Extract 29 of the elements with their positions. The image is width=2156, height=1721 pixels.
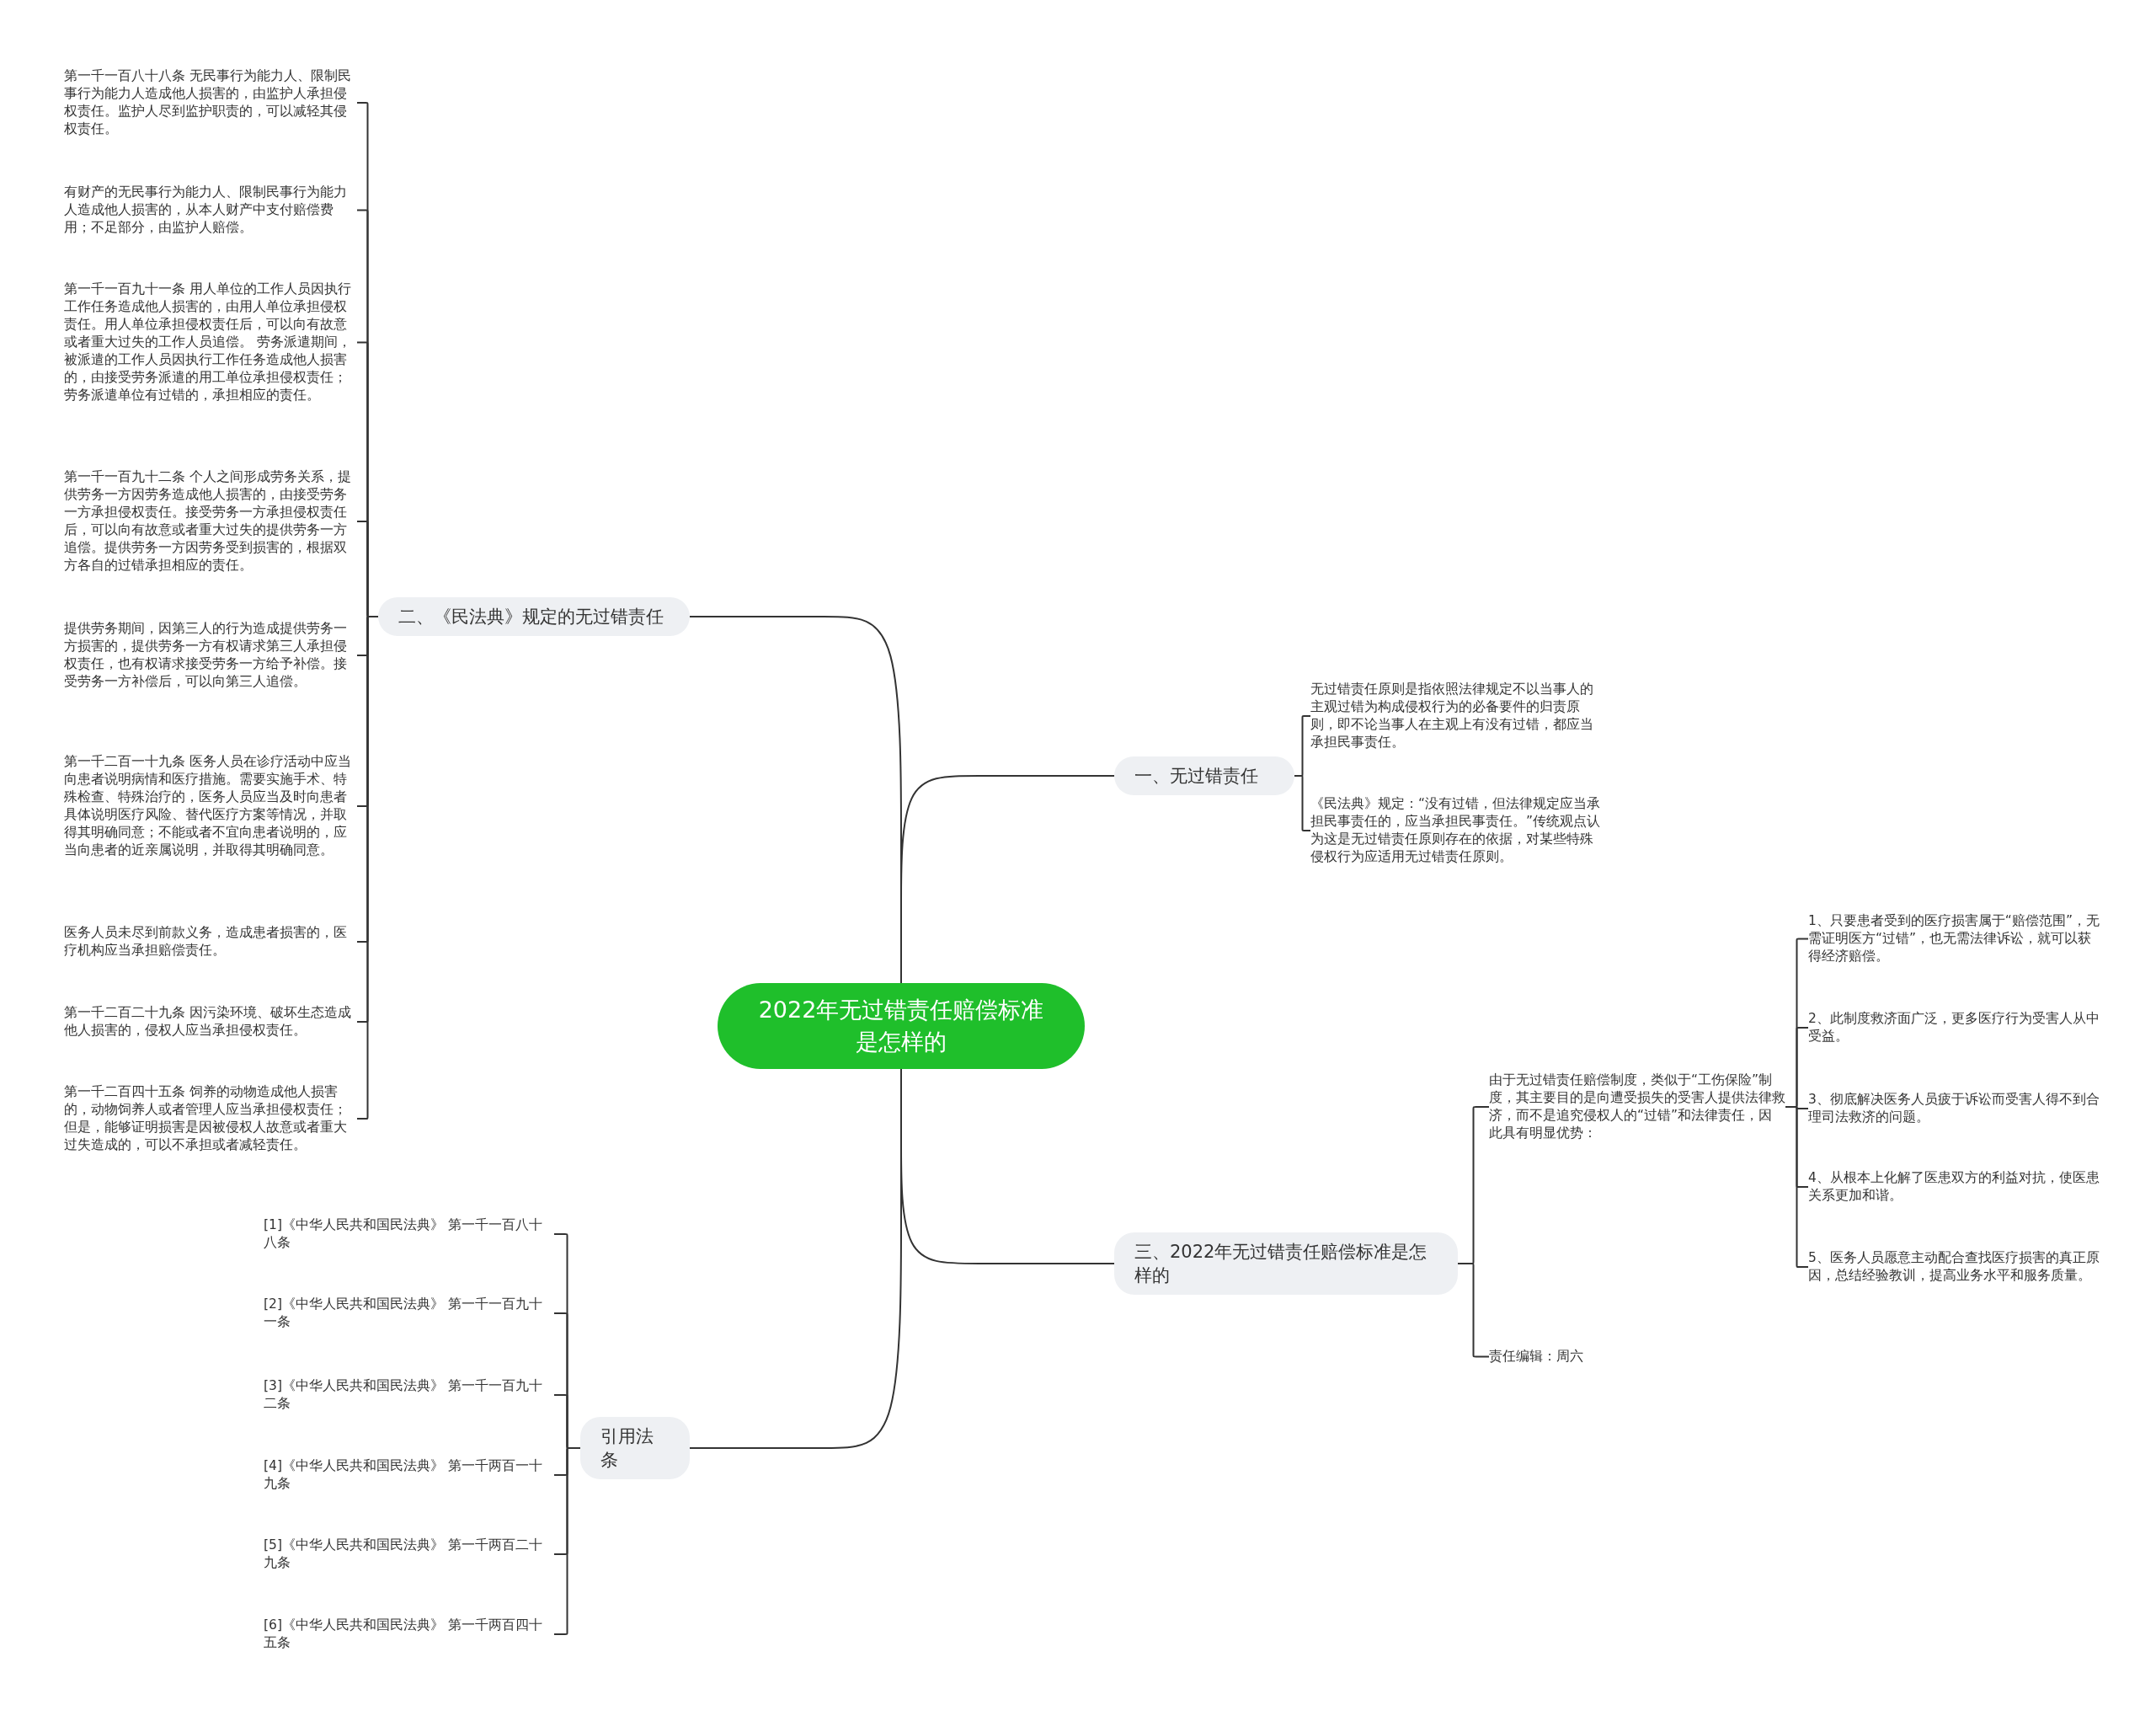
text-note: 1、只要患者受到的医疗损害属于“赔偿范围”，无需证明医方“过错”，也无需法律诉讼，就可以获得经济赔偿。 bbox=[1808, 912, 2105, 965]
text-note: 5、医务人员愿意主动配合查找医疗损害的真正原因，总结经验教训，提高业务水平和服务质量。 bbox=[1808, 1249, 2105, 1285]
text-note: 责任编辑：周六 bbox=[1489, 1348, 1657, 1366]
branch-topic: 三、2022年无过错责任赔偿标准是怎样的 bbox=[1114, 1232, 1458, 1295]
branch-topic: 一、无过错责任 bbox=[1114, 756, 1294, 795]
central-topic: 2022年无过错责任赔偿标准是怎样的 bbox=[718, 983, 1085, 1069]
text-note: [2]《中华人民共和国民法典》 第一千一百九十一条 bbox=[264, 1296, 554, 1331]
text-note: 由于无过错责任赔偿制度，类似于“工伤保险”制度，其主要目的是向遭受损失的受害人提供法律救济，而不是追究侵权人的“过错”和法律责任，因此具有明显优势： bbox=[1489, 1072, 1785, 1142]
text-note: [1]《中华人民共和国民法典》 第一千一百八十八条 bbox=[264, 1216, 554, 1252]
text-note: 第一千二百四十五条 饲养的动物造成他人损害的，动物饲养人或者管理人应当承担侵权责任；但是，能够证明损害是因被侵权人故意或者重大过失造成的，可以不承担或者减轻责任。 bbox=[64, 1083, 357, 1154]
text-note: 第一千一百九十二条 个人之间形成劳务关系，提供劳务一方因劳务造成他人损害的，由接受劳务一方承担侵权责任。接受劳务一方承担侵权责任后，可以向有故意或者重大过失的提供劳务一方追偿。提供劳务一方因劳务受到损害的，根据双方各自的过错承担相应的责任。 bbox=[64, 468, 357, 575]
text-note: 第一千二百二十九条 因污染环境、破坏生态造成他人损害的，侵权人应当承担侵权责任。 bbox=[64, 1004, 357, 1040]
text-note: 第一千二百一十九条 医务人员在诊疗活动中应当向患者说明病情和医疗措施。需要实施手术、特殊检查、特殊治疗的，医务人员应当及时向患者具体说明医疗风险、替代医疗方案等情况，并取得其明确同意；不能或者不宜向患者说明的，应当向患者的近亲属说明，并取得其明确同意。 bbox=[64, 753, 357, 859]
text-note: 第一千一百九十一条 用人单位的工作人员因执行工作任务造成他人损害的，由用人单位承担侵权责任。用人单位承担侵权责任后，可以向有故意或者重大过失的工作人员追偿。 劳务派遣期间，被派遣的工作人员因执行工作任务造成他人损害的，由接受劳务派遣的用工单位承担侵权责任；劳务派遣单位有过错的，承担相应的责任。 bbox=[64, 281, 357, 404]
text-note: 提供劳务期间，因第三人的行为造成提供劳务一方损害的，提供劳务一方有权请求第三人承担侵权责任，也有权请求接受劳务一方给予补偿。接受劳务一方补偿后，可以向第三人追偿。 bbox=[64, 620, 357, 691]
text-note: 无过错责任原则是指依照法律规定不以当事人的主观过错为构成侵权行为的必备要件的归责原则，即不论当事人在主观上有没有过错，都应当承担民事责任。 bbox=[1310, 681, 1605, 751]
text-note: 4、从根本上化解了医患双方的利益对抗，使医患关系更加和谐。 bbox=[1808, 1169, 2105, 1205]
text-note: 3、彻底解决医务人员疲于诉讼而受害人得不到合理司法救济的问题。 bbox=[1808, 1091, 2105, 1126]
text-note: [3]《中华人民共和国民法典》 第一千一百九十二条 bbox=[264, 1377, 554, 1413]
branch-topic: 二、《民法典》规定的无过错责任 bbox=[378, 597, 690, 636]
text-note: [5]《中华人民共和国民法典》 第一千两百二十九条 bbox=[264, 1537, 554, 1572]
text-note: 第一千一百八十八条 无民事行为能力人、限制民事行为能力人造成他人损害的，由监护人承担侵权责任。监护人尽到监护职责的，可以减轻其侵权责任。 bbox=[64, 67, 357, 138]
text-note: [6]《中华人民共和国民法典》 第一千两百四十五条 bbox=[264, 1617, 554, 1652]
text-note: 有财产的无民事行为能力人、限制民事行为能力人造成他人损害的，从本人财产中支付赔偿费用；不足部分，由监护人赔偿。 bbox=[64, 184, 357, 237]
text-note: 《民法典》规定：“没有过错，但法律规定应当承担民事责任的，应当承担民事责任。”传统观点认为这是无过错责任原则存在的依据，对某些特殊侵权行为应适用无过错责任原则。 bbox=[1310, 795, 1605, 866]
text-note: [4]《中华人民共和国民法典》 第一千两百一十九条 bbox=[264, 1457, 554, 1493]
text-note: 2、此制度救济面广泛，更多医疗行为受害人从中受益。 bbox=[1808, 1010, 2105, 1045]
text-note: 医务人员未尽到前款义务，造成患者损害的，医疗机构应当承担赔偿责任。 bbox=[64, 924, 357, 959]
branch-topic: 引用法条 bbox=[580, 1417, 690, 1479]
